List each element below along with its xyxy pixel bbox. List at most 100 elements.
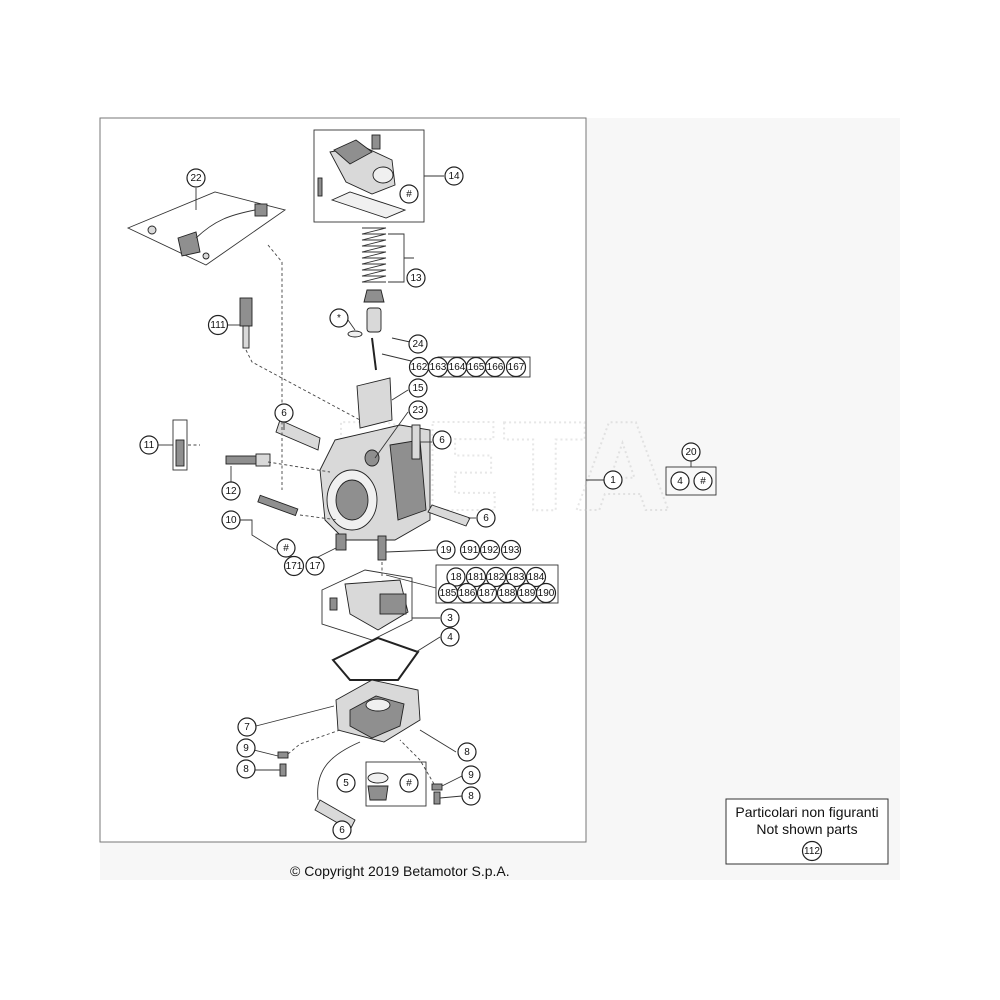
callout-circle <box>274 403 294 423</box>
callout-20a: 4 <box>670 471 690 491</box>
callout-circle <box>332 820 352 840</box>
callout-15: 15 <box>408 378 428 398</box>
callout-8b: 8 <box>457 742 477 762</box>
callout-number: 20 <box>685 447 697 458</box>
drain-plug <box>365 761 427 807</box>
callout-number: 166 <box>487 362 504 373</box>
callout-circle <box>505 566 527 588</box>
callout-circle <box>236 759 256 779</box>
callout-number: 19 <box>440 545 452 556</box>
callout-number: 182 <box>488 572 505 583</box>
callout-number: 8 <box>468 791 474 802</box>
callout-number: 13 <box>410 273 422 284</box>
callout-circle <box>336 773 356 793</box>
callout-22: 22 <box>186 168 206 188</box>
callout-185: 185 <box>437 582 459 604</box>
callout-circle <box>236 738 256 758</box>
callout-circle <box>479 539 501 561</box>
callout-4: 4 <box>440 627 460 647</box>
callout-number: 183 <box>508 572 525 583</box>
callout-20: 20 <box>681 442 701 462</box>
callout-6a: 6 <box>274 403 294 423</box>
idle-screw-111 <box>239 297 253 349</box>
callout-162: 162 <box>408 356 430 378</box>
pin-6-left <box>275 419 321 451</box>
callout-10: 10 <box>221 510 241 530</box>
callout-circle <box>670 471 690 491</box>
callout-circle <box>801 840 823 862</box>
callout-6b: 6 <box>432 430 452 450</box>
callout-circle <box>440 627 460 647</box>
pin-6-right <box>427 504 471 527</box>
callout-182: 182 <box>485 566 507 588</box>
callout-number: 23 <box>412 405 424 416</box>
callout-9a: 9 <box>236 738 256 758</box>
callout-number: 14 <box>448 171 460 182</box>
callout-191: 191 <box>459 539 481 561</box>
callout-number: 162 <box>411 362 428 373</box>
callout-5b: # <box>399 773 419 793</box>
callout-171: 171 <box>283 555 305 577</box>
callout-circle <box>186 168 206 188</box>
callout-number: 181 <box>468 572 485 583</box>
callout-circle <box>207 314 229 336</box>
callout-circle <box>139 435 159 455</box>
callout-number: 10 <box>225 515 237 526</box>
throttle-top-cover-group <box>313 129 425 223</box>
not-shown-subtitle: Not shown parts <box>756 821 857 837</box>
callout-10b: # <box>276 538 296 558</box>
callout-number: # <box>283 543 289 554</box>
callout-circle <box>408 400 428 420</box>
callout-111: 111 <box>207 314 229 336</box>
callout-19: 19 <box>436 540 456 560</box>
callout-17: 17 <box>305 556 325 576</box>
callout-18: 18 <box>446 567 466 587</box>
callout-number: 188 <box>499 588 516 599</box>
callout-number: 184 <box>528 572 545 583</box>
callout-circle <box>525 566 547 588</box>
callout-20b: # <box>693 471 713 491</box>
callout-circle <box>436 540 456 560</box>
callout-circle <box>444 166 464 186</box>
callout-circle <box>461 765 481 785</box>
callout-192: 192 <box>479 539 501 561</box>
callout-number: 9 <box>468 770 474 781</box>
callout-165: 165 <box>465 356 487 378</box>
callout-186: 186 <box>456 582 478 604</box>
callout-number: 192 <box>482 545 499 556</box>
callout-13: 13 <box>406 268 426 288</box>
callout-number: 24 <box>412 339 424 350</box>
callout-167: 167 <box>505 356 527 378</box>
callout-number: 171 <box>286 561 303 572</box>
copyright-text: © Copyright 2019 Betamotor S.p.A. <box>290 863 510 879</box>
callout-1: 1 <box>603 470 623 490</box>
float-group <box>321 569 413 641</box>
callout-number: 6 <box>281 408 287 419</box>
callout-number: 8 <box>464 747 470 758</box>
callout-circle <box>440 608 460 628</box>
callout-circle <box>500 539 522 561</box>
callout-circle <box>484 356 506 378</box>
callout-183: 183 <box>505 566 527 588</box>
callout-6d: 6 <box>332 820 352 840</box>
callout-circle <box>399 184 419 204</box>
callout-circle <box>457 742 477 762</box>
callout-circle <box>496 582 518 604</box>
callout-star: * <box>329 308 349 328</box>
callout-190: 190 <box>535 582 557 604</box>
callout-circle <box>459 539 481 561</box>
callout-number: # <box>406 778 412 789</box>
callout-14b: # <box>399 184 419 204</box>
callout-number: 1 <box>610 475 616 486</box>
callout-number: 111 <box>210 320 226 331</box>
callout-number: 186 <box>459 588 476 599</box>
callout-circle <box>329 308 349 328</box>
screw-12 <box>225 453 271 467</box>
callout-9b: 9 <box>461 765 481 785</box>
callout-166: 166 <box>484 356 506 378</box>
callout-112: 112 <box>801 840 823 862</box>
callout-number: 9 <box>243 743 249 754</box>
callout-number: 163 <box>430 362 447 373</box>
callout-number: 7 <box>244 722 250 733</box>
